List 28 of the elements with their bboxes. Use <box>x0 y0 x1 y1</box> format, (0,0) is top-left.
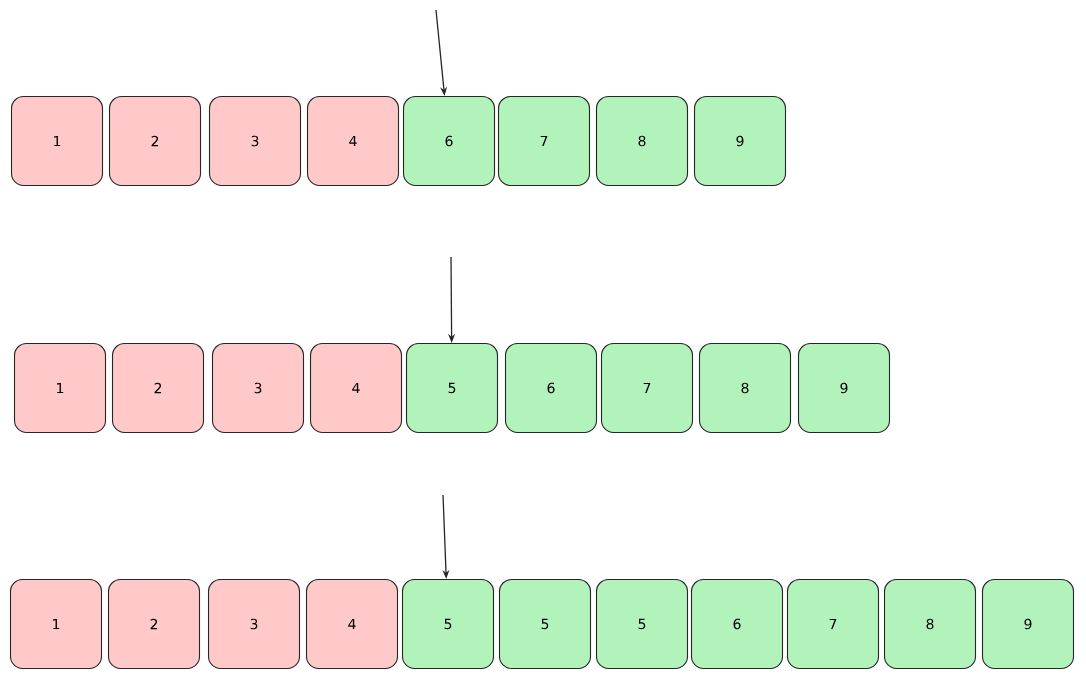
number-box: 3 <box>207 578 301 670</box>
number-box: 8 <box>698 342 792 434</box>
number-box: 8 <box>883 578 977 670</box>
number-box: 1 <box>9 578 103 670</box>
number-box: 6 <box>690 578 784 670</box>
number-box: 4 <box>306 95 400 187</box>
number-box: 6 <box>402 95 496 187</box>
number-box: 4 <box>309 342 403 434</box>
number-box: 2 <box>111 342 205 434</box>
number-box: 8 <box>595 95 689 187</box>
number-box: 5 <box>595 578 689 670</box>
number-box: 1 <box>13 342 107 434</box>
number-box: 5 <box>405 342 499 434</box>
number-box: 9 <box>693 95 787 187</box>
number-box: 7 <box>786 578 880 670</box>
number-box: 5 <box>401 578 495 670</box>
number-box: 7 <box>497 95 591 187</box>
number-box: 6 <box>504 342 598 434</box>
number-box: 1 <box>10 95 104 187</box>
number-box: 9 <box>981 578 1075 670</box>
number-box: 3 <box>208 95 302 187</box>
number-box: 2 <box>108 95 202 187</box>
number-box: 9 <box>797 342 891 434</box>
number-box: 2 <box>107 578 201 670</box>
number-box: 7 <box>600 342 694 434</box>
number-box: 4 <box>305 578 399 670</box>
number-box: 5 <box>498 578 592 670</box>
number-box: 3 <box>211 342 305 434</box>
